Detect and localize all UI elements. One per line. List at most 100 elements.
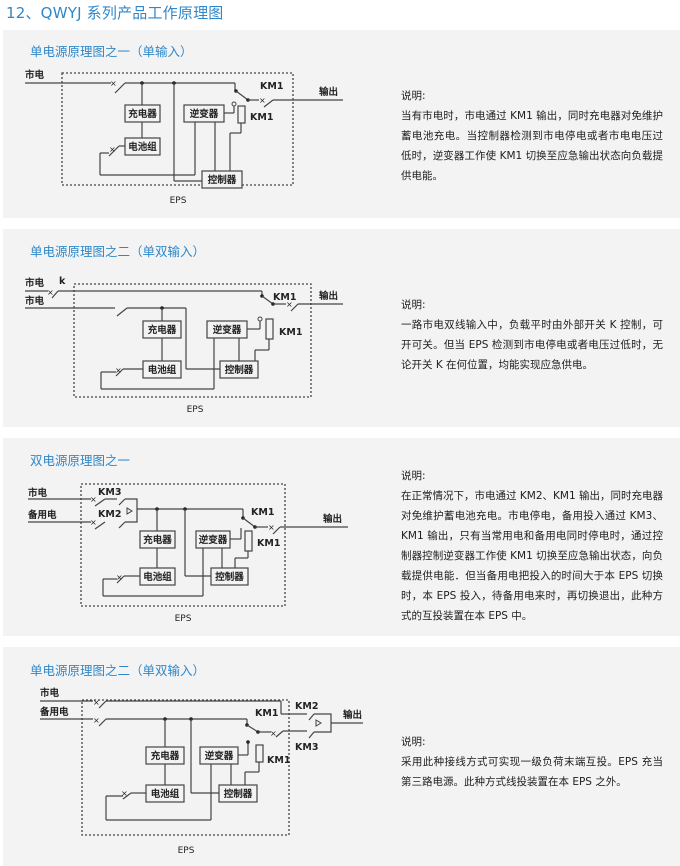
input-label-mains: 市电	[28, 487, 48, 499]
inverter-label: 逆变器	[190, 108, 219, 120]
inverter-label: 逆变器	[205, 750, 234, 762]
inverter-label: 逆变器	[213, 324, 242, 336]
wire-segment	[98, 718, 107, 727]
wire-segment	[115, 368, 124, 377]
breaker-x-icon: ×	[90, 495, 97, 504]
km1-switch-label: KM1	[255, 708, 278, 719]
interlock-arrow-icon	[315, 719, 322, 727]
breaker-x-icon: ×	[90, 518, 97, 527]
wire-segment	[125, 498, 138, 523]
input-label-mains-2: 市电	[25, 295, 45, 307]
input-label-mains-1: 市电	[25, 277, 45, 289]
wire-segment	[314, 713, 332, 733]
eps-label: EPS	[187, 405, 204, 415]
eps-boundary	[73, 283, 312, 398]
description-block: 说明: 一路市电双线输入中，负载平时由外部开关 K 控制，可开可关。但当 EPS…	[401, 295, 663, 375]
km1-coil	[237, 105, 246, 124]
description-text: 当有市电时，市电通过 KM1 输出，同时充电器对免维护蓄电池充电。当控制器检测到…	[401, 110, 663, 182]
controller-label: 控制器	[224, 788, 253, 800]
breaker-x-icon: ×	[47, 288, 54, 297]
charger-label: 充电器	[128, 108, 157, 120]
wire-segment	[94, 521, 106, 530]
breaker-x-icon: ×	[93, 698, 100, 707]
battery-label: 电池组	[148, 364, 177, 376]
controller-box	[210, 567, 249, 586]
description-block: 说明: 当有市电时，市电通过 KM1 输出，同时充电器对免维护蓄电池充电。当控制…	[401, 86, 663, 186]
circuit-diagram-4: 市电 × KM2 备用电 × × KM1 输出 KM3 充电器	[39, 687, 363, 856]
description-label: 说明:	[401, 736, 426, 748]
wire-segment	[118, 498, 126, 506]
km1-switch-blade	[235, 90, 249, 101]
wire-segment	[116, 307, 128, 317]
km1-switch-label: KM1	[273, 292, 296, 303]
wire-segment	[116, 575, 125, 584]
controller-box	[201, 170, 243, 189]
km1-coil	[255, 744, 264, 763]
input-label-backup: 备用电	[27, 509, 57, 521]
section-panel-3: 双电源原理图之一 市电 备用电 × KM3 × KM2 × KM1 输出 充电器	[3, 438, 680, 636]
breaker-x-icon: ×	[268, 523, 275, 532]
wire-segment	[51, 290, 59, 299]
section-title: 单电源原理图之一（单输入）	[30, 44, 193, 59]
output-label: 输出	[323, 513, 342, 525]
section-panel-4: 单电源原理图之二（单双输入） 市电 × KM2 备用电 × × KM1 输出 K…	[3, 647, 680, 866]
eps-label: EPS	[178, 846, 195, 856]
controller-box	[219, 360, 259, 379]
input-label-backup: 备用电	[39, 706, 69, 718]
description-text: 一路市电双线输入中，负载平时由外部开关 K 控制，可开可关。但当 EPS 检测到…	[401, 319, 663, 371]
output-label: 输出	[319, 290, 338, 302]
section-panel-2: 单电源原理图之二（单双输入） 市电 k × × KM1 输出 市电 充电器 电池…	[3, 229, 680, 427]
battery-label: 电池组	[143, 571, 172, 583]
circuit-diagram-1: 市电 × × KM1 输出 充电器 电池组 × 逆变器 K	[25, 69, 343, 206]
eps-boundary	[61, 72, 294, 186]
eps-boundary	[80, 483, 286, 607]
controller-label: 控制器	[225, 364, 254, 376]
switch-k-label: k	[59, 276, 66, 287]
km2-label: KM2	[295, 701, 318, 712]
description-label: 说明:	[401, 470, 426, 482]
wire-segment	[263, 99, 274, 108]
controller-label: 控制器	[208, 174, 237, 186]
section-title: 单电源原理图之二（单双输入）	[30, 663, 206, 678]
breaker-x-icon: ×	[93, 716, 100, 725]
wire-segment	[122, 792, 132, 800]
km3-label: KM3	[98, 487, 121, 498]
breaker-x-icon: ×	[259, 96, 266, 105]
section-title: 单电源原理图之二（单双输入）	[30, 244, 206, 259]
output-label: 输出	[343, 709, 362, 721]
description-label: 说明:	[401, 90, 426, 102]
wire-segment	[257, 316, 263, 322]
km2-label: KM2	[98, 509, 121, 520]
description-text: 在正常情况下，市电通过 KM2、KM1 输出，同时充电器对免维护蓄电池充电。市电…	[401, 490, 663, 622]
wire-segment	[275, 730, 284, 738]
breaker-x-icon: ×	[121, 789, 128, 798]
breaker-x-icon: ×	[270, 729, 277, 738]
km1-coil-label: KM1	[250, 112, 273, 123]
wire-segment	[118, 521, 126, 529]
input-label-mains: 市电	[40, 687, 60, 699]
wire-segment	[308, 731, 315, 739]
section-panel-1: 单电源原理图之一（单输入） 市电 × × KM1 输出 充电器 电池组 × 逆变…	[3, 30, 680, 218]
breaker-x-icon: ×	[286, 300, 293, 309]
km1-coil-label: KM1	[257, 538, 280, 549]
km1-switch-label: KM1	[260, 81, 283, 92]
breaker-x-icon: ×	[110, 79, 117, 88]
km1-switch-blade	[261, 295, 274, 305]
description-text: 采用此种接线方式可实现一级负荷末端互投。EPS 充当第三路电源。此种方式线投装置…	[401, 756, 663, 788]
battery-label: 电池组	[128, 141, 157, 153]
charger-label: 充电器	[151, 750, 180, 762]
inverter-label: 逆变器	[199, 534, 228, 546]
charger-label: 充电器	[143, 534, 172, 546]
page-title: 12、QWYJ 系列产品工作原理图	[6, 4, 224, 22]
breaker-x-icon: ×	[109, 145, 116, 154]
wire-segment	[308, 713, 315, 721]
charger-label: 充电器	[148, 324, 177, 336]
controller-label: 控制器	[215, 571, 244, 583]
km1-switch-blade	[246, 724, 259, 733]
circuit-diagram-3: 市电 备用电 × KM3 × KM2 × KM1 输出 充电器 电池组	[27, 483, 348, 624]
km1-coil-label: KM1	[279, 327, 302, 338]
battery-label: 电池组	[151, 788, 180, 800]
description-label: 说明:	[401, 299, 426, 311]
output-label: 输出	[319, 86, 338, 98]
eps-label: EPS	[170, 196, 187, 206]
